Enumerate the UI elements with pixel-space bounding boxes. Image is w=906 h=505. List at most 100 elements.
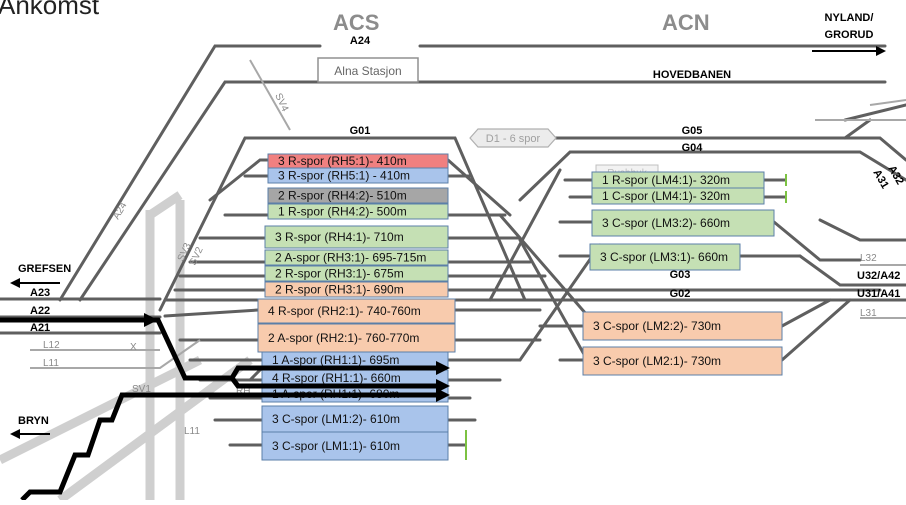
acs-track-box-label: 2 A-spor (RH3:1)- 695-715m — [275, 251, 426, 265]
acn-track-box-bg — [591, 209, 775, 237]
acs-track-box: 2 R-spor (RH3:1)- 690m — [264, 281, 449, 298]
acn-track-box-label: 3 C-spor (LM2:1)- 730m — [593, 354, 721, 368]
route-arrowhead-icon — [144, 313, 158, 327]
acs-track-box: 3 R-spor (RH5:1)- 410m — [267, 153, 449, 169]
acs-track-box: 2 A-spor (RH2:1)- 760-770m — [257, 323, 456, 353]
label-nyland: NYLAND/ — [825, 12, 874, 24]
route-arrowhead-icon — [436, 388, 450, 402]
label-x: X — [130, 342, 137, 353]
acs-track-box-label: 2 R-spor (RH3:1)- 675m — [275, 267, 404, 281]
acn-track-box-bg — [589, 243, 741, 271]
acs-track-box-label: 4 R-spor (RH1:1)- 660m — [272, 371, 401, 385]
acs-track-box: 4 R-spor (RH2:1)- 740-760m — [257, 298, 456, 324]
acs-track-box-bg — [257, 298, 456, 324]
route-arrowhead-icon — [436, 361, 450, 375]
direction-bryn: BRYN — [10, 415, 50, 439]
acs-track-box-bg — [261, 431, 449, 461]
label-grefsen: GREFSEN — [18, 263, 71, 275]
direction-nyland: NYLAND/ GRORUD — [812, 12, 886, 56]
acn-track-box: 3 C-spor (LM2:2)- 730m — [582, 311, 783, 341]
alna-station-label: Alna Stasjon — [334, 64, 401, 78]
acs-track-box: 1 R-spor (RH4:2)- 500m — [267, 203, 449, 220]
acn-track-box-label: 1 C-spor (LM4:1)- 320m — [602, 189, 730, 203]
label-g05: G05 — [682, 125, 703, 137]
buffer-markers — [465, 174, 787, 460]
label-bryn: BRYN — [18, 415, 49, 427]
acs-track-box-bg — [267, 187, 449, 204]
acs-track-box-label: 4 R-spor (RH2:1)- 740-760m — [268, 304, 421, 318]
acs-track-box: 3 C-spor (LM1:1)- 610m — [261, 431, 449, 461]
acs-track-box: 2 R-spor (RH3:1)- 675m — [264, 265, 449, 282]
acn-track-box-label: 3 C-spor (LM3:2)- 660m — [602, 216, 730, 230]
label-sv1: SV1 — [132, 384, 151, 395]
acn-track-boxes: 1 R-spor (LM4:1)- 320m 1 C-spor (LM4:1)- … — [582, 171, 783, 376]
acs-track-box: 2 R-spor (RH4:2)- 510m — [267, 187, 449, 204]
acn-track-box: 3 C-spor (LM3:2)- 660m — [591, 209, 775, 237]
acs-track-box-label: 3 C-spor (LM1:1)- 610m — [272, 439, 400, 453]
label-a24-diag: A24 — [111, 200, 130, 221]
acs-track-box: 3 C-spor (LM1:2)- 610m — [261, 405, 449, 433]
acs-track-box-label: 2 R-spor (RH3:1)- 690m — [275, 283, 404, 297]
acn-track-box-bg — [591, 187, 765, 205]
secondary-rails — [30, 59, 906, 369]
acn-track-box-label: 1 R-spor (LM4:1)- 320m — [602, 173, 730, 187]
acs-track-box-bg — [264, 281, 449, 298]
acs-track-box-bg — [264, 249, 449, 266]
alna-station-box: Alna Stasjon — [317, 57, 419, 83]
label-l12: L12 — [43, 340, 60, 351]
arrow-left-icon — [10, 278, 20, 288]
d1-label: D1 - 6 spor — [486, 133, 541, 145]
label-g03: G03 — [670, 269, 691, 281]
acs-track-box: 1 A-spor (RH1:1)- 695m — [261, 351, 449, 369]
main-rails — [0, 44, 906, 447]
acs-track-box-label: 3 C-spor (LM1:2)- 610m — [272, 412, 400, 426]
acs-track-box-bg — [257, 323, 456, 353]
label-l11: L11 — [43, 358, 59, 369]
label-a22: A22 — [30, 305, 50, 317]
acn-track-box-label: 3 C-spor (LM2:2)- 730m — [593, 319, 721, 333]
acn-track-box: 1 R-spor (LM4:1)- 320m — [591, 171, 765, 189]
label-u32: U32/A42 — [857, 270, 900, 282]
label-a24-top: A24 — [350, 35, 371, 47]
label-g04: G04 — [682, 142, 704, 154]
faded-tracks — [0, 191, 253, 504]
acs-track-box: 4 R-spor (RH1:1)- 660m — [261, 369, 449, 387]
label-u31: U31/A41 — [857, 288, 900, 300]
acs-track-box-bg — [264, 265, 449, 282]
acn-track-box-label: 3 C-spor (LM3:1)- 660m — [600, 250, 728, 264]
acs-track-box-label: 2 R-spor (RH4:2)- 510m — [278, 189, 407, 203]
acs-track-box: 3 R-spor (RH5:1) - 410m — [267, 167, 449, 184]
label-hovedbanen: HOVEDBANEN — [653, 69, 731, 81]
d1-tag: D1 - 6 spor — [469, 128, 557, 148]
acs-track-box-bg — [267, 167, 449, 184]
label-g02: G02 — [670, 288, 691, 300]
label-grorud: GRORUD — [825, 29, 874, 41]
acs-track-box-label: 3 R-spor (RH5:1) - 410m — [278, 169, 410, 183]
arrow-right-icon — [876, 46, 886, 56]
acs-track-box: 2 A-spor (RH3:1)- 695-715m — [264, 249, 449, 266]
acs-track-box-label: 3 R-spor (RH4:1)- 710m — [275, 230, 404, 244]
acs-track-box-bg — [261, 405, 449, 433]
label-l11b: L11 — [184, 426, 200, 437]
acs-track-box-label: 1 R-spor (RH4:2)- 500m — [278, 205, 407, 219]
label-a21: A21 — [30, 322, 50, 334]
acn-track-box: 3 C-spor (LM3:1)- 660m — [589, 243, 741, 271]
acn-track-box: 1 C-spor (LM4:1)- 320m — [591, 187, 765, 205]
acs-track-box-bg — [267, 203, 449, 220]
arrival-routes — [0, 313, 450, 502]
station-acs-label: ACS — [333, 10, 379, 35]
label-l32: L32 — [860, 253, 877, 264]
arrow-left-icon — [10, 429, 20, 439]
direction-grefsen: GREFSEN — [10, 263, 71, 288]
acn-track-box: 3 C-spor (LM2:1)- 730m — [582, 346, 783, 376]
station-acn-label: ACN — [662, 10, 710, 35]
acn-track-box-bg — [582, 346, 783, 376]
label-rh: RH — [236, 386, 250, 397]
acs-track-box-label: 1 A-spor (RH1:1)- 695m — [272, 353, 399, 367]
label-g01: G01 — [350, 125, 371, 137]
acs-track-box: 3 R-spor (RH4:1)- 710m — [264, 225, 449, 249]
page-title: Ankomst — [0, 0, 100, 20]
